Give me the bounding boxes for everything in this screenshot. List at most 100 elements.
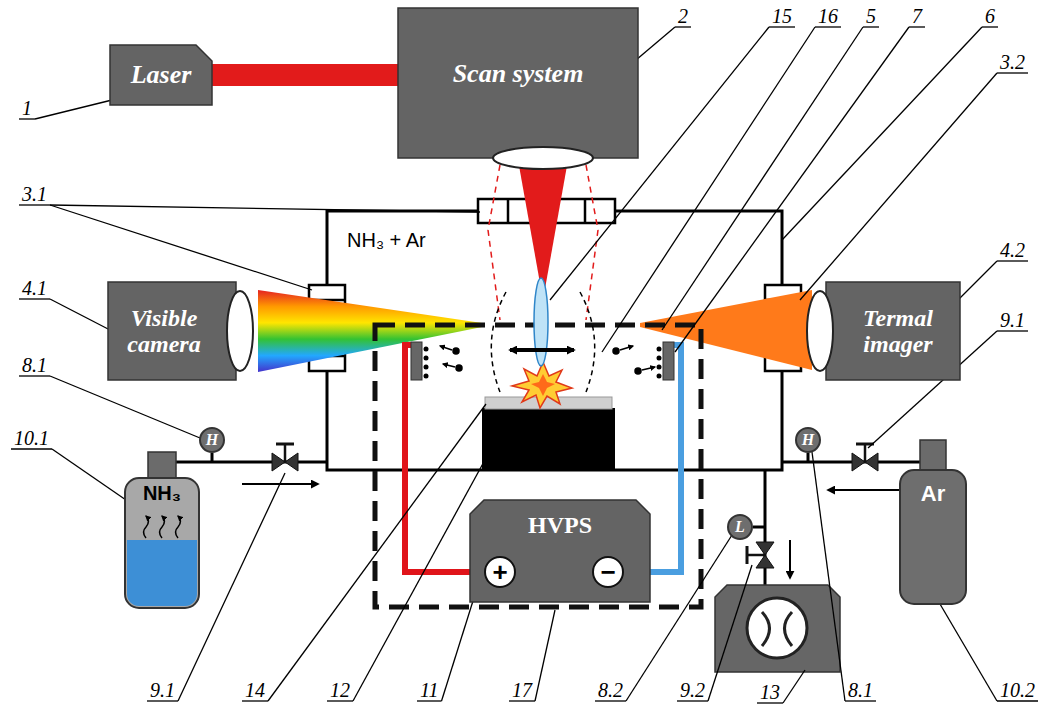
terminal [485, 557, 515, 587]
substrate [482, 408, 615, 470]
window [507, 199, 510, 223]
cylinder-valve [920, 440, 946, 474]
node-body: H [201, 429, 223, 451]
node-label: NH₃ [143, 482, 181, 504]
beam [258, 160, 812, 372]
valve-symbol [272, 444, 298, 471]
vacuum-pump [715, 585, 840, 672]
beam [258, 290, 482, 372]
node-label: Scan system [453, 60, 584, 89]
leader-line [708, 565, 752, 701]
callout-number: 12 [330, 680, 350, 700]
leader-line [769, 26, 795, 27]
callout-number: 9.1 [1000, 310, 1025, 330]
callout-number: 8.2 [598, 680, 623, 700]
pressure-gauge: H [795, 427, 821, 453]
leader-line [958, 261, 997, 300]
lens [493, 147, 593, 169]
lens [227, 291, 253, 371]
laser-spot [510, 348, 574, 352]
callout-number: 5 [866, 6, 876, 26]
pressure-gauge: L [727, 514, 753, 540]
node-label: H [802, 431, 814, 449]
leader-line [50, 299, 110, 330]
pressure-gauge: H [199, 427, 225, 453]
leader-line [800, 73, 997, 300]
charged-particle [620, 346, 633, 350]
gas-cylinder: NH₃ [122, 448, 202, 610]
callout-number: 16 [818, 6, 838, 26]
charged-particle [440, 346, 452, 350]
leader-line [52, 449, 126, 500]
flow-arrow [242, 484, 902, 490]
electrode-plate [657, 356, 662, 361]
leader-line [242, 700, 268, 701]
leader-line [636, 27, 675, 60]
vacuum-pump [753, 526, 765, 529]
vapour-arrow [160, 516, 165, 538]
callout-number: 1 [22, 98, 32, 118]
pipe-stub [898, 461, 920, 464]
electrode-plate [657, 374, 662, 379]
leader-line [535, 610, 555, 701]
node-body: Ar [898, 438, 968, 606]
callout-number: 4.2 [1000, 240, 1025, 260]
leader-line [19, 298, 50, 299]
leader-line [50, 205, 480, 212]
electrode-plate [657, 347, 662, 352]
valve-symbol [852, 444, 878, 471]
node-body: NH₃ + Ar [327, 211, 782, 470]
node-label: HVPS [528, 512, 592, 538]
node-shape [898, 438, 968, 606]
plasma [512, 362, 572, 408]
box-outline [826, 282, 960, 380]
leader-line [417, 700, 442, 701]
node-body: L [729, 516, 751, 538]
node-label: Laser [131, 61, 192, 90]
callout-number: 9.2 [680, 680, 705, 700]
callout-number: 11 [420, 680, 439, 700]
leader-line [940, 604, 997, 701]
leader-line [863, 26, 879, 27]
leader-line [50, 205, 312, 290]
leader-line [845, 700, 876, 701]
electrode-plate [424, 374, 429, 379]
charged-particle [635, 368, 641, 374]
charged-particle [456, 365, 462, 371]
leader-line [147, 700, 178, 701]
electrode-plate [411, 342, 422, 380]
box-outline [110, 45, 212, 105]
leader-line [997, 700, 1038, 701]
leader-line [815, 26, 841, 27]
node-body: Termal imager [826, 282, 960, 380]
leader-line [675, 26, 691, 27]
callout-number: 2 [678, 6, 688, 26]
leader-line [997, 330, 1028, 331]
node-label: Ar [921, 482, 945, 506]
laser-box: Laser [110, 45, 212, 105]
node-body: H [797, 429, 819, 451]
leader-line [595, 700, 626, 701]
leader-line [19, 375, 50, 376]
leader-line [783, 670, 805, 703]
cylinder-body [125, 478, 199, 608]
vacuum-pump [789, 540, 791, 578]
callout-number: 14 [245, 680, 265, 700]
vapour-arrow [144, 516, 149, 538]
thermal-imager-box: Termal imager [826, 282, 960, 380]
plasma [531, 374, 555, 396]
leader-line [50, 376, 200, 438]
callout-number: 3.2 [1000, 52, 1025, 72]
plasma [512, 362, 572, 408]
node-body: Laser [110, 45, 212, 105]
laser-spot [580, 292, 595, 392]
liquid [127, 540, 197, 560]
leader-line [677, 700, 708, 701]
box-outline [398, 8, 638, 158]
leader-line [982, 26, 998, 27]
lens [807, 291, 833, 371]
charged-particle [440, 346, 655, 415]
camera-box: Visible camera [108, 282, 236, 380]
process-chamber: NH₃ + Ar [327, 211, 782, 470]
